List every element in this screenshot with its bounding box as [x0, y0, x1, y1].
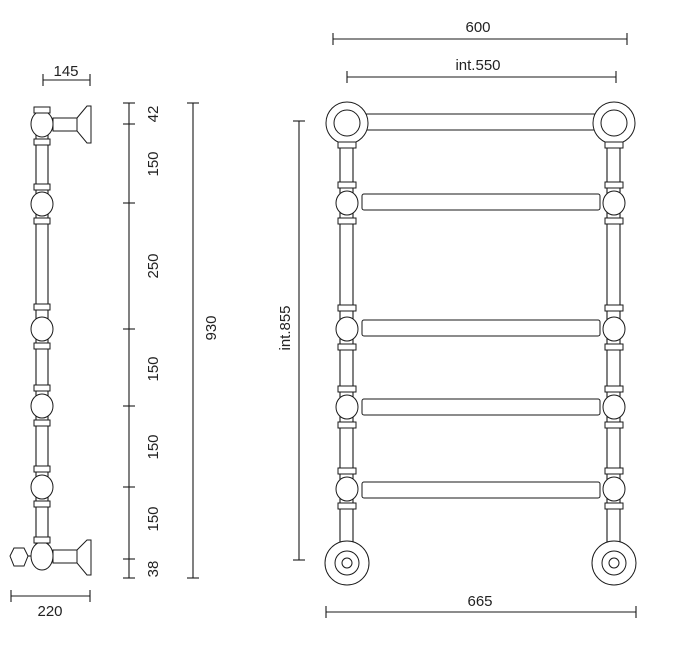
dim-930-label: 930	[203, 315, 220, 340]
dim-bracket-depth: 145	[42, 63, 91, 86]
dim-150-b-label: 150	[145, 356, 162, 381]
dim-vertical-chain: 42 150 250 150 150 150 38	[123, 102, 162, 579]
front-ball-joints	[335, 190, 626, 502]
dim-150-c-label: 150	[145, 434, 162, 459]
front-view: 600 int.550 int.855 665	[277, 19, 637, 618]
dim-outer-width: 600	[332, 19, 628, 45]
dim-inner-width: int.550	[346, 57, 617, 83]
front-bottom-valves	[324, 540, 637, 586]
dim-250-label: 250	[145, 253, 162, 278]
dim-665-label: 665	[467, 593, 492, 610]
dim-150-a-label: 150	[145, 151, 162, 176]
dim-inner-height: int.855	[277, 120, 305, 561]
side-view: 145 220 42 150 250 150 150 150 38	[9, 63, 220, 620]
dim-base-width-side: 220	[10, 590, 91, 620]
dim-42-label: 42	[145, 106, 162, 123]
front-rails	[361, 113, 601, 499]
side-ball-joints	[30, 110, 54, 571]
front-top-flanges	[325, 101, 636, 145]
dim-38-label: 38	[145, 561, 162, 578]
dim-int550-label: int.550	[455, 57, 500, 74]
side-top-bracket	[52, 105, 92, 144]
dim-int855-label: int.855	[277, 305, 294, 350]
side-bottom-valve	[9, 539, 92, 576]
side-collars	[33, 106, 51, 544]
front-collars	[337, 141, 624, 510]
dim-220-label: 220	[37, 603, 62, 620]
dim-base-width-front: 665	[325, 593, 637, 618]
dim-total-height: 930	[187, 102, 220, 579]
dim-145-label: 145	[53, 63, 78, 80]
dim-600-label: 600	[465, 19, 490, 36]
dim-150-d-label: 150	[145, 506, 162, 531]
